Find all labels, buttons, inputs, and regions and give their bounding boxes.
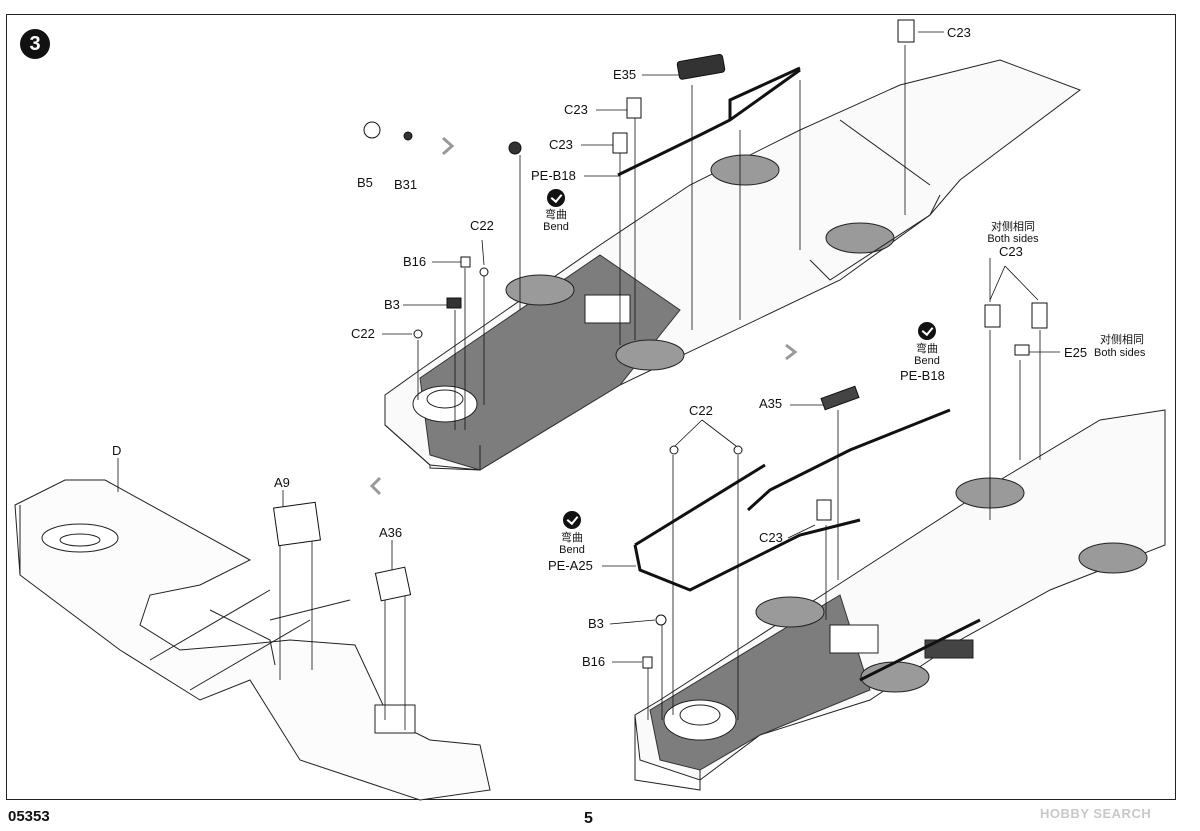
- bend-note-en: Bend: [543, 221, 569, 233]
- callout-b3-a: B3: [384, 297, 400, 312]
- callout-b3-b: B3: [588, 616, 604, 631]
- assembly-arrows: [369, 136, 798, 496]
- callout-c22-a: C22: [470, 218, 494, 233]
- callout-e35: E35: [613, 67, 637, 82]
- callout-a36: A36: [379, 525, 403, 540]
- hull-part-d: [14, 479, 491, 801]
- lower-deck-assembly: [634, 409, 1166, 791]
- callout-b31: B31: [394, 177, 418, 192]
- bend-icon: [547, 189, 565, 207]
- kit-code: 05353: [8, 808, 50, 825]
- callout-pe-a25: PE-A25: [548, 558, 593, 573]
- callout-c22-b: C22: [351, 326, 375, 341]
- step-number-badge: 3: [20, 29, 50, 59]
- upper-deck-assembly: [384, 59, 1082, 471]
- callout-c23-a: C23: [564, 102, 588, 117]
- callout-e25: E25: [1064, 345, 1088, 360]
- bend-note-en: Bend: [914, 355, 940, 367]
- both-sides-note-en-b: Both sides: [1094, 347, 1146, 359]
- both-sides-note-en-a: Both sides: [987, 233, 1039, 245]
- both-sides-note-zh-a: 对侧相同: [991, 221, 1035, 233]
- callout-c23-top: C23: [947, 25, 971, 40]
- callout-b5: B5: [357, 175, 373, 190]
- part-drop-lines: [279, 45, 1041, 730]
- page-frame: [6, 14, 1176, 800]
- bend-note-zh: 弯曲: [916, 343, 938, 355]
- bend-icon: [918, 322, 936, 340]
- railings: [617, 66, 981, 682]
- callout-a35: A35: [759, 396, 783, 411]
- leader-lines: [117, 31, 1060, 663]
- callout-c23-right: C23: [999, 244, 1023, 259]
- bend-icon: [563, 511, 581, 529]
- small-parts: [272, 19, 1048, 669]
- callout-pe-b18-b: PE-B18: [900, 368, 945, 383]
- callout-b16-b: B16: [582, 654, 606, 669]
- watermark: HOBBY SEARCH: [1040, 806, 1152, 821]
- callout-pe-b18-a: PE-B18: [531, 168, 576, 183]
- both-sides-note-zh-b: 对侧相同: [1100, 334, 1144, 346]
- bend-note-en: Bend: [559, 544, 585, 556]
- callout-c22-c: C22: [689, 403, 713, 418]
- page-number: 5: [584, 810, 593, 827]
- bend-note-zh: 弯曲: [561, 532, 583, 544]
- callout-d: D: [112, 443, 122, 458]
- callout-a9: A9: [274, 475, 290, 490]
- callout-c23-d: C23: [759, 530, 783, 545]
- callout-b16-a: B16: [403, 254, 427, 269]
- callout-c23-b: C23: [549, 137, 573, 152]
- bend-note-zh: 弯曲: [545, 209, 567, 221]
